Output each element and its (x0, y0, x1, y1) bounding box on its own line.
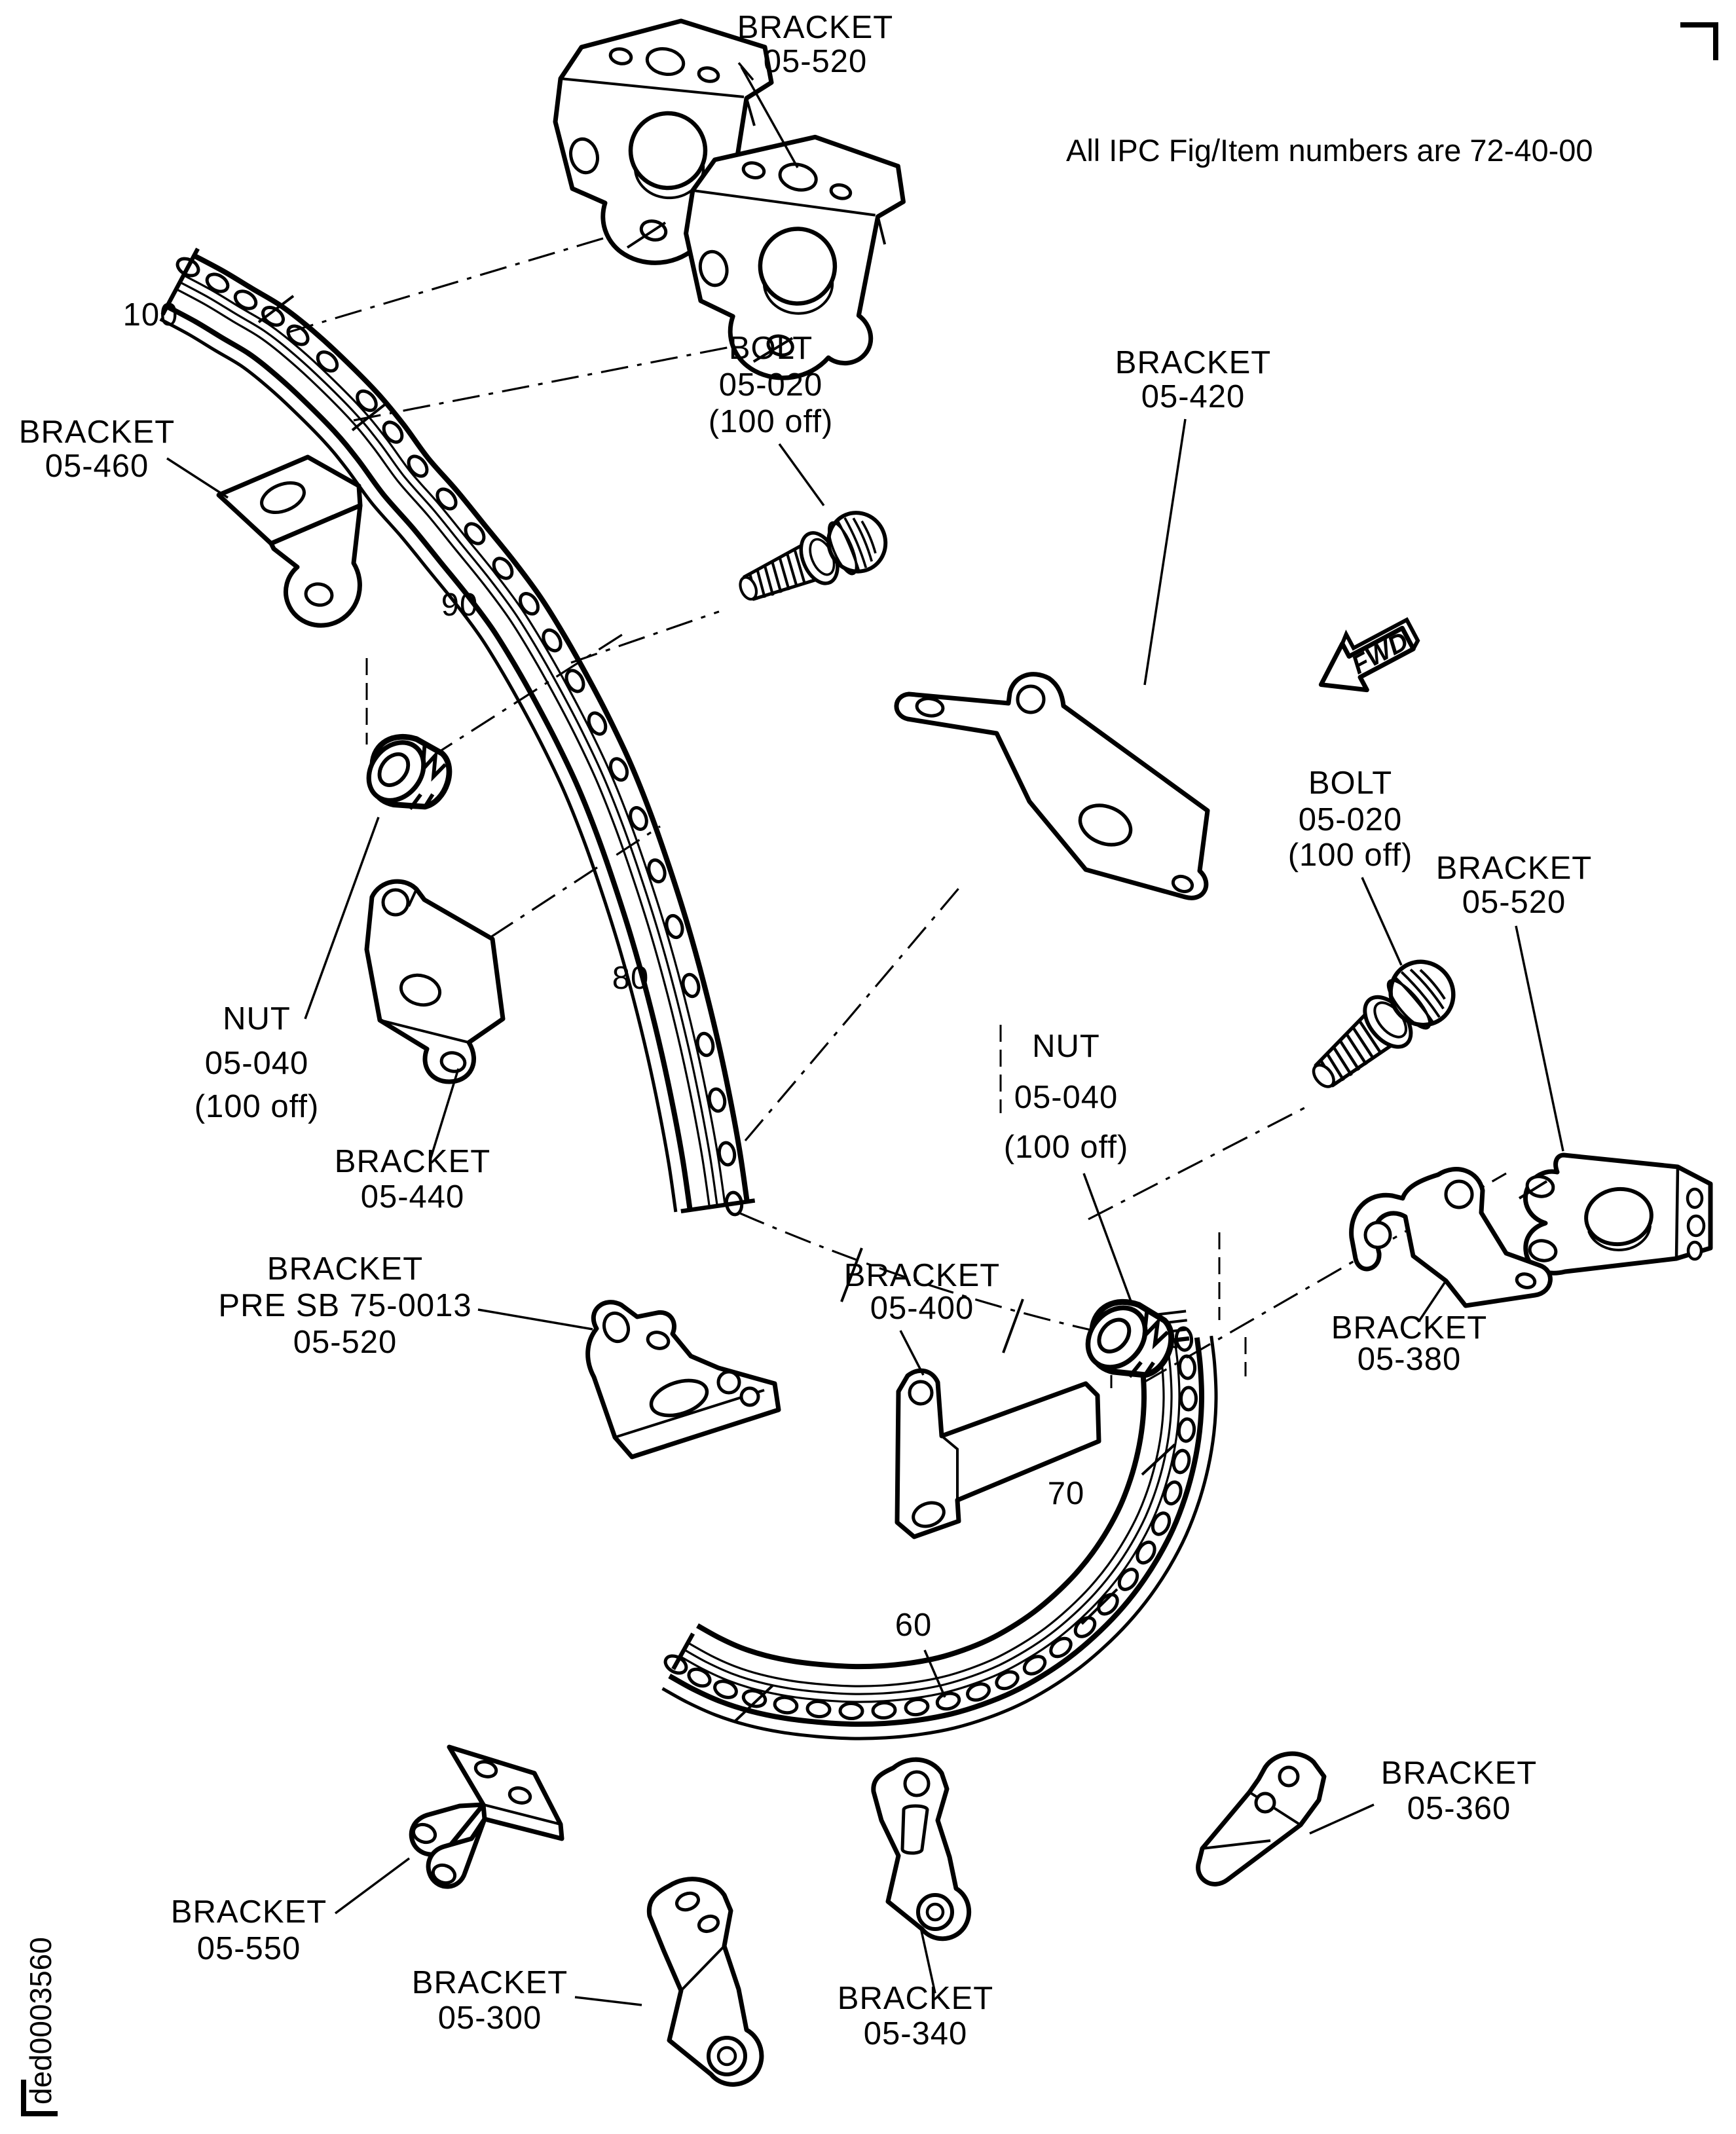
label-nut-05-040-left-line3: (100 off) (194, 1089, 320, 1124)
bracket-05-520-right-drawing (1518, 1152, 1713, 1276)
label-bracket-pre-sb-line1: BRACKET (267, 1251, 423, 1287)
label-bracket-05-300-line2: 05-300 (438, 2000, 542, 2036)
label-nut-05-040-right-line3: (100 off) (1004, 1130, 1129, 1165)
label-bracket-05-340-line2: 05-340 (864, 2016, 968, 2051)
label-bracket-05-360-line1: BRACKET (1381, 1756, 1537, 1791)
flange-ring-bands (159, 248, 1218, 1740)
bolt-05-020-left-drawing (730, 504, 895, 619)
label-nut-05-040-right-line2: 05-040 (1014, 1080, 1118, 1115)
label-bracket-05-420-line2: 05-420 (1141, 379, 1246, 414)
label-bracket-05-400-line1: BRACKET (844, 1258, 1000, 1293)
station-100: 100 (123, 297, 179, 333)
label-bolt-05-020-left-line3: (100 off) (709, 404, 834, 439)
label-bracket-pre-sb-line3: 05-520 (293, 1325, 397, 1360)
label-bracket-05-550-line1: BRACKET (171, 1894, 327, 1930)
label-nut-05-040-right: NUT 05-040 (100 off) (1004, 1029, 1133, 1304)
label-bolt-05-020-right-line1: BOLT (1308, 765, 1392, 801)
bolt-05-020-right-drawing (1297, 949, 1466, 1105)
bracket-05-360-drawing (1196, 1751, 1327, 1886)
label-bracket-05-520-right-line1: BRACKET (1436, 851, 1592, 886)
label-bracket-05-360-line2: 05-360 (1407, 1791, 1511, 1826)
label-bracket-05-520-top-line1: BRACKET (737, 10, 893, 45)
station-80-text: 80 (612, 961, 650, 996)
station-90-text: 90 (441, 587, 479, 623)
label-bracket-05-550-line2: 05-550 (197, 1931, 301, 1966)
label-bracket-05-420-line1: BRACKET (1115, 345, 1271, 380)
label-bolt-05-020-left-line1: BOLT (729, 331, 813, 366)
nut-05-040-left-drawing (352, 725, 458, 824)
label-bolt-05-020-right-line2: 05-020 (1299, 802, 1403, 837)
label-bracket-05-300-line1: BRACKET (412, 1965, 568, 2000)
label-bracket-05-520-right-line2: 05-520 (1462, 885, 1566, 920)
ipc-note: All IPC Fig/Item numbers are 72-40-00 (1066, 133, 1593, 168)
bracket-05-400-drawing (895, 1368, 1101, 1539)
label-bracket-05-520-top-line2: 05-520 (764, 44, 868, 79)
label-bracket-05-400-line2: 05-400 (870, 1291, 974, 1326)
label-bracket-05-340-line1: BRACKET (838, 1981, 993, 2016)
bracket-05-420-drawing (894, 672, 1210, 900)
document-id: ded0003560 (24, 1937, 58, 2105)
bracket-05-460-drawing (216, 454, 363, 628)
label-bolt-05-020-right-line3: (100 off) (1288, 837, 1413, 873)
label-bracket-05-380-line1: BRACKET (1331, 1310, 1487, 1346)
fwd-arrow: FWD (1318, 617, 1420, 693)
nut-05-040-right-drawing (1070, 1289, 1181, 1393)
bracket-05-300-drawing (646, 1877, 764, 2087)
station-60: 60 (895, 1608, 946, 1698)
bracket-pre-sb-05-520-drawing (585, 1300, 781, 1460)
label-bracket-05-460-line1: BRACKET (19, 414, 175, 450)
station-100-text: 100 (123, 297, 179, 333)
station-90: 90 (441, 587, 479, 623)
station-80: 80 (612, 961, 650, 996)
label-bracket-05-440-line2: 05-440 (361, 1179, 465, 1215)
station-70-text: 70 (1048, 1476, 1085, 1511)
station-60-text: 60 (895, 1608, 933, 1643)
label-bolt-05-020-left-line2: 05-020 (719, 367, 823, 403)
label-bracket-pre-sb-line2: PRE SB 75-0013 (218, 1288, 471, 1323)
label-bracket-05-440-line1: BRACKET (335, 1144, 490, 1179)
corner-mark-top-right (1680, 22, 1718, 60)
label-nut-05-040-left: NUT 05-040 (100 off) (194, 817, 380, 1124)
bracket-05-380-drawing (1349, 1167, 1553, 1308)
bracket-05-440-drawing (364, 879, 506, 1084)
station-70: 70 (1048, 1476, 1085, 1511)
label-bracket-05-380-line2: 05-380 (1357, 1342, 1462, 1377)
bracket-05-340-drawing (871, 1757, 972, 1941)
label-bracket-05-460-line2: 05-460 (45, 449, 149, 484)
label-nut-05-040-left-line1: NUT (223, 1001, 291, 1037)
bracket-05-550-drawing (409, 1744, 564, 1889)
label-nut-05-040-left-line2: 05-040 (205, 1046, 309, 1081)
corner-mark-bottom-left (21, 2080, 58, 2116)
label-nut-05-040-right-line1: NUT (1032, 1029, 1100, 1064)
